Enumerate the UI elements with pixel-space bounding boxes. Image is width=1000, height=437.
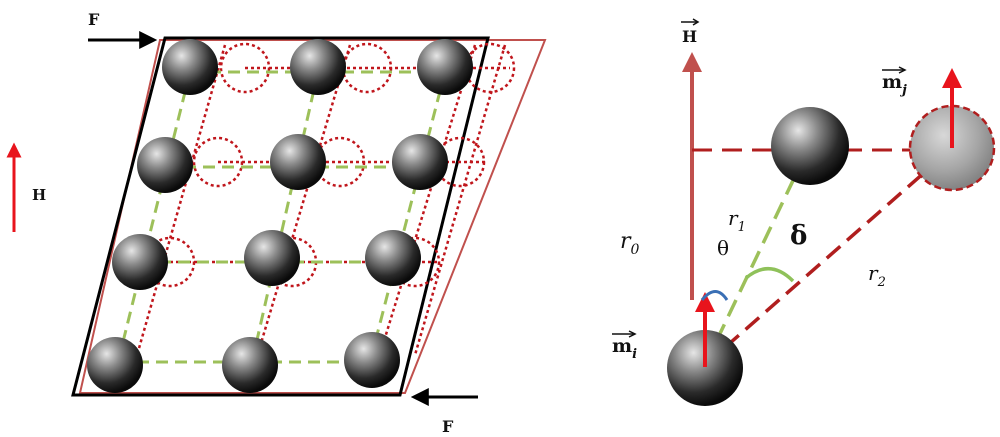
lattice-col: [368, 71, 447, 363]
sphere: [417, 39, 473, 95]
lattice-col: [116, 71, 192, 363]
delta-arc: [744, 267, 795, 283]
force-label-bottom: F: [442, 417, 454, 436]
sphere: [365, 230, 421, 286]
sphere: [137, 137, 193, 193]
field-label-right: H: [682, 27, 697, 46]
field-label-vector-head: [692, 18, 700, 26]
sphere: [290, 39, 346, 95]
sphere: [112, 234, 168, 290]
sphere: [162, 39, 218, 95]
lattice-lines: [116, 70, 447, 364]
ghost-line: [370, 44, 477, 381]
force-label-top: F: [88, 10, 100, 29]
moment-j-label: mj: [882, 66, 907, 98]
sphere: [222, 337, 278, 393]
moment-j-vector-head: [898, 66, 907, 74]
sphere: [344, 332, 400, 388]
sphere: [392, 134, 448, 190]
svg-text:mi: mi: [612, 335, 637, 362]
delta-label: δ: [790, 221, 807, 251]
field-label-left: H: [32, 186, 46, 204]
r2-label: r2: [868, 261, 886, 290]
svg-text:mj: mj: [882, 71, 907, 98]
original-outline: [71, 36, 490, 397]
left-panel: F F H: [6, 10, 547, 436]
moment-i-label: mi: [612, 330, 637, 362]
ghost-line: [128, 44, 227, 381]
r0-label: r0: [620, 229, 640, 258]
r2-line: [703, 148, 952, 367]
lattice-col: [250, 71, 320, 363]
sphere-r1: [771, 107, 849, 185]
theta-arc: [700, 290, 729, 301]
moment-i-vector-head: [628, 330, 637, 338]
r1-label: r1: [728, 206, 746, 235]
right-panel: H θ δ r0 r1 r2: [612, 18, 996, 406]
sphere: [87, 337, 143, 393]
sphere-i: [667, 330, 743, 406]
theta-label: θ: [717, 236, 729, 260]
sphere: [244, 230, 300, 286]
ghost-line: [248, 44, 352, 381]
sphere-grid: [87, 39, 473, 393]
r1-line: [703, 144, 812, 366]
sphere: [270, 134, 326, 190]
